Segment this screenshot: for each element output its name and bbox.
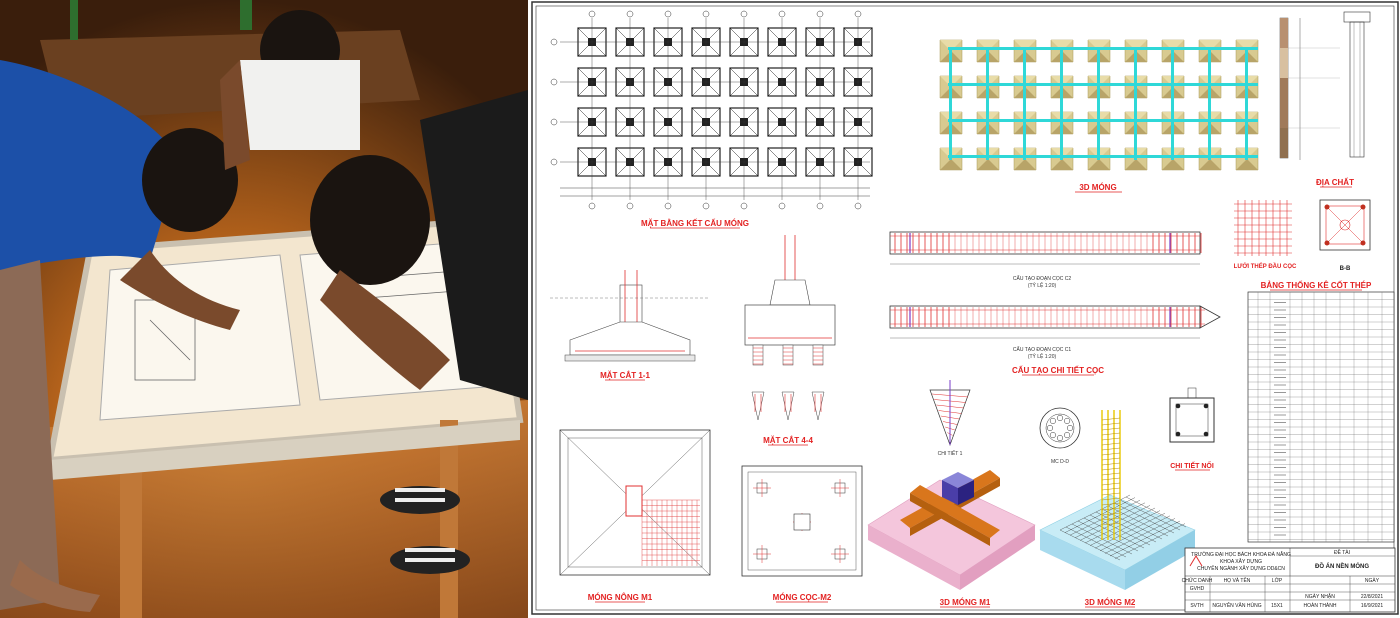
tb-faculty: KHOA XÂY DỰNG <box>1220 558 1262 565</box>
foundation-plan: MẶT BẰNG KẾT CẤU MÓNG <box>550 10 873 229</box>
pile-segment-c2-title: CẤU TẠO ĐOẠN CỌC C2 <box>1013 275 1071 282</box>
footing-3d-m1-title: 3D MÓNG M1 <box>940 598 991 607</box>
pile-cap-title: MÓNG CỌC-M2 <box>773 593 832 602</box>
section-bb-title: B-B <box>1340 266 1351 272</box>
drawing-canvas: MẶT BẰNG KẾT CẤU MÓNG 3D MÓNG ĐỊA CHẤT <box>531 1 1399 615</box>
sandals <box>380 486 470 574</box>
tb-col-date: NGÀY <box>1365 577 1380 584</box>
geology-title: ĐỊA CHẤT <box>1316 177 1354 187</box>
tb-university: TRƯỜNG ĐẠI HỌC BÁCH KHOA ĐÀ NẴNG <box>1191 551 1291 558</box>
photo-illustration <box>0 0 528 618</box>
tb-received-label: NGÀY NHẬN <box>1305 593 1335 600</box>
pile-head-mesh: LƯỚI THÉP ĐẦU CỌC <box>1234 200 1297 270</box>
joint-detail: CHI TIẾT NỐI <box>1169 387 1215 471</box>
tb-row-gvhd: GVHD <box>1190 586 1205 592</box>
section-11: MẶT CẮT 1-1 <box>550 270 710 381</box>
pile-segment-c2: CẤU TẠO ĐOẠN CỌC C2 (TỶ LỆ 1:20) <box>889 231 1202 289</box>
tb-col-name: HỌ VÀ TÊN <box>1224 576 1251 584</box>
tb-received-date: 22/8/2021 <box>1361 594 1383 600</box>
tb-row-svth: SVTH <box>1190 603 1204 609</box>
pile-segment-c2-scale: (TỶ LỆ 1:20) <box>1028 281 1057 289</box>
tb-student-class: 15X1 <box>1271 603 1283 609</box>
tb-major: CHUYÊN NGÀNH XÂY DỰNG DD&CN <box>1197 564 1285 572</box>
pile-segment-c1-scale: (TỶ LỆ 1:20) <box>1028 352 1057 360</box>
pile-cap-plan: MÓNG CỌC-M2 <box>741 465 863 603</box>
foundation-3d-title: 3D MÓNG <box>1079 183 1116 192</box>
rebar-table-title: BẢNG THỐNG KÊ CỐT THÉP <box>1261 280 1372 290</box>
tb-topic-label: ĐỀ TÀI <box>1334 549 1350 556</box>
shallow-footing-title: MÓNG NÔNG M1 <box>588 593 653 602</box>
tb-finished-label: HOÀN THÀNH <box>1304 602 1337 609</box>
students-drafting-photo <box>0 0 528 618</box>
tb-student-name: NGUYỄN VĂN HÙNG <box>1212 602 1261 609</box>
title-block: TRƯỜNG ĐẠI HỌC BÁCH KHOA ĐÀ NẴNG KHOA XÂ… <box>1182 547 1396 613</box>
tb-topic: ĐỒ ÁN NỀN MÓNG <box>1315 562 1369 570</box>
detail-1-title: CHI TIẾT 1 <box>938 450 963 457</box>
tb-finished-date: 16/9/2021 <box>1361 603 1383 609</box>
foundation-3d-view: 3D MÓNG <box>939 39 1259 193</box>
pile-segment-c1: CẤU TẠO ĐOẠN CỌC C1 (TỶ LỆ 1:20) <box>889 305 1221 360</box>
detail-1: CHI TIẾT 1 <box>929 380 971 457</box>
tb-col-class: LỚP <box>1272 577 1283 584</box>
shallow-footing-plan: MÓNG NÔNG M1 <box>559 429 711 603</box>
section-44: MẶT CẮT 4-4 <box>744 235 836 446</box>
geology-profile: ĐỊA CHẤT <box>1279 11 1371 188</box>
section-44-title: MẶT CẮT 4-4 <box>763 436 813 445</box>
pile-head-mesh-title: LƯỚI THÉP ĐẦU CỌC <box>1234 262 1297 270</box>
footing-3d-m2-title: 3D MÓNG M2 <box>1085 598 1136 607</box>
pile-details-title: CẤU TẠO CHI TIẾT CỌC <box>1012 365 1104 375</box>
section-11-title: MẶT CẮT 1-1 <box>600 371 650 380</box>
section-bb: B-B <box>1319 199 1371 272</box>
drawing-sheet: MẶT BẰNG KẾT CẤU MÓNG 3D MÓNG ĐỊA CHẤT <box>530 0 1400 618</box>
tb-col-role: CHỨC DANH <box>1182 577 1213 584</box>
pile-segment-c1-title: CẤU TẠO ĐOẠN CỌC C1 <box>1013 346 1071 353</box>
footing-3d-m1: 3D MÓNG M1 <box>867 470 1036 608</box>
section-dd: MC D-D <box>1039 407 1081 465</box>
joint-detail-title: CHI TIẾT NỐI <box>1170 460 1214 470</box>
footing-3d-m2: 3D MÓNG M2 <box>1039 410 1196 608</box>
plan-grid <box>550 10 873 210</box>
foundation-plan-title: MẶT BẰNG KẾT CẤU MÓNG <box>641 218 749 228</box>
rebar-table: BẢNG THỐNG KÊ CỐT THÉP <box>1247 280 1395 543</box>
section-dd-title: MC D-D <box>1051 459 1069 465</box>
